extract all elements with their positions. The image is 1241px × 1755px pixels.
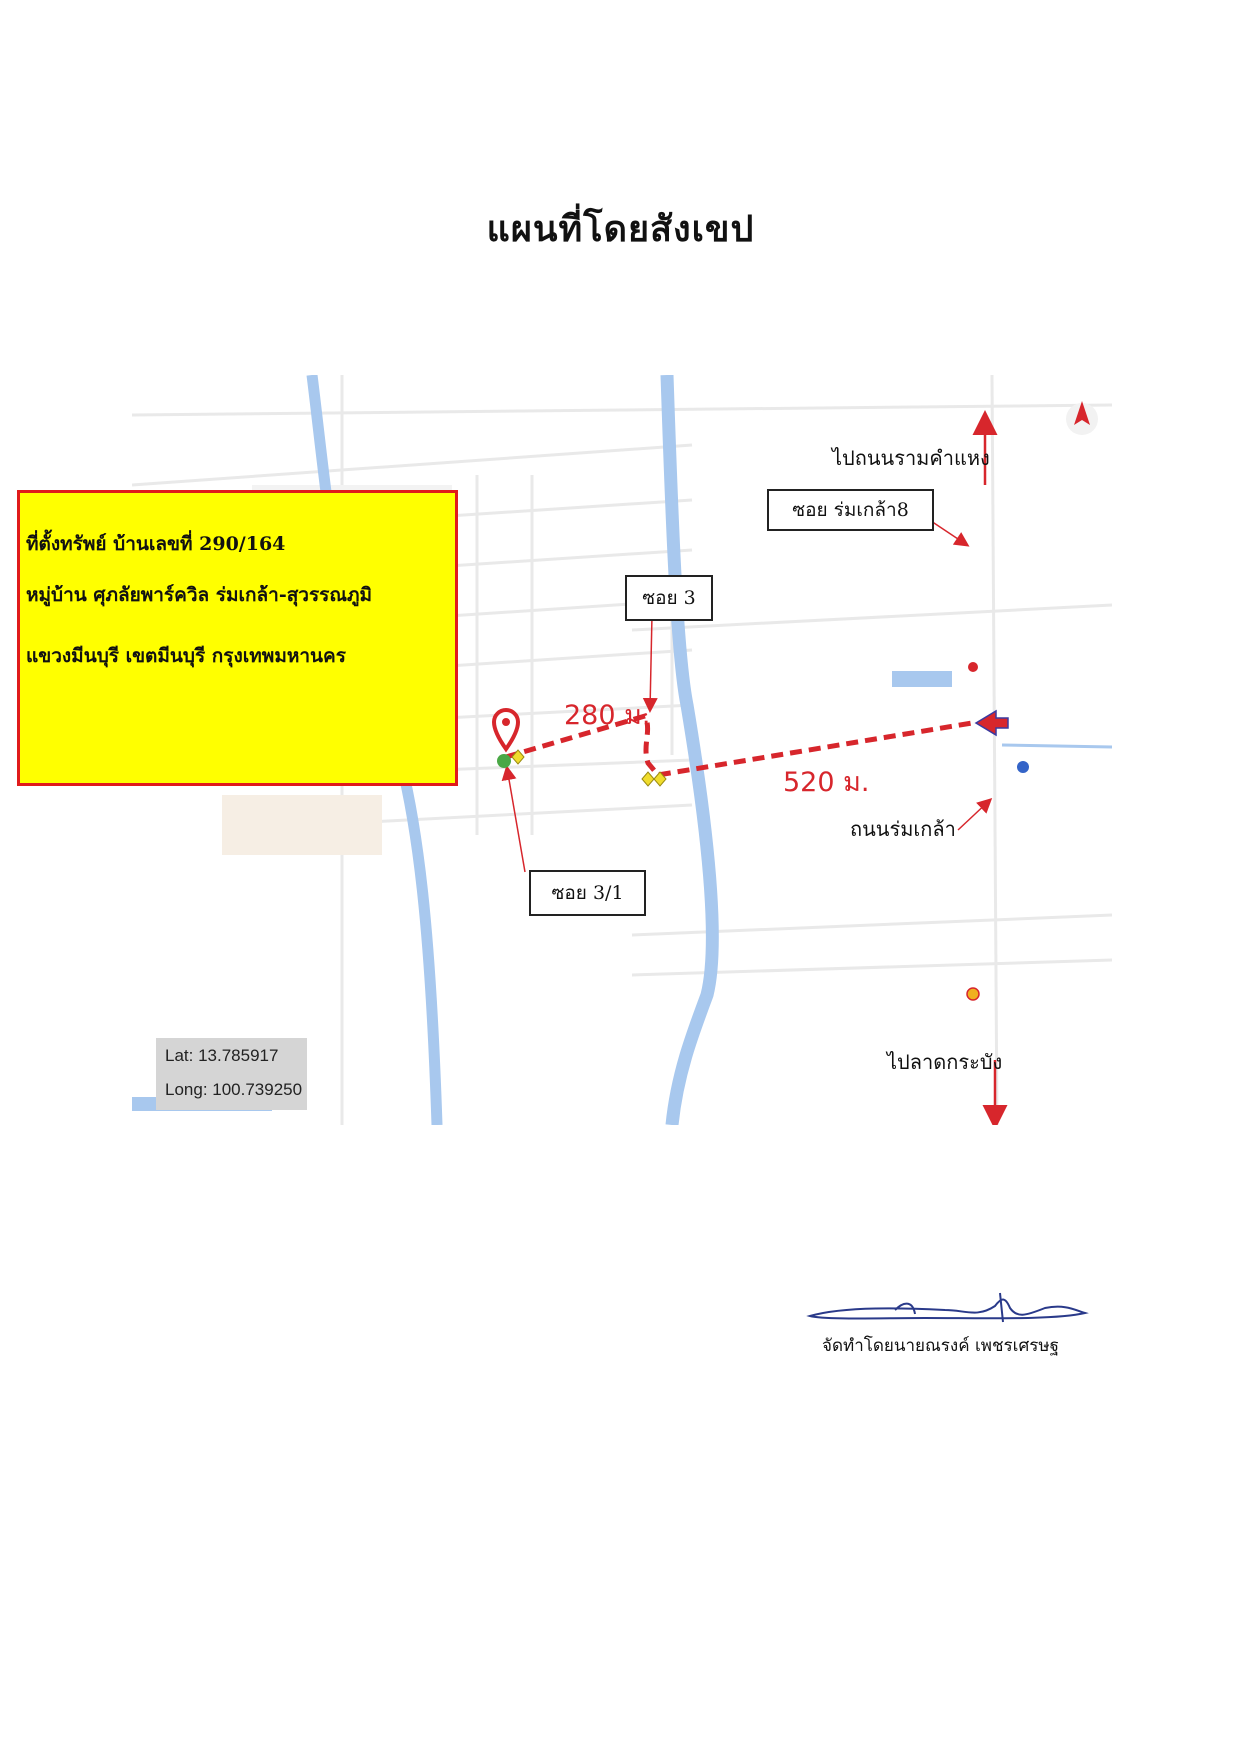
north-arrow-icon [1066, 401, 1098, 435]
property-info-box: ที่ตั้งทรัพย์ บ้านเลขที่ 290/164 หมู่บ้า… [17, 490, 458, 786]
green-dot-icon [497, 754, 511, 768]
coordinates-box: Lat: 13.785917 Long: 100.739250 [156, 1038, 307, 1110]
label-to-ramkhamhaeng: ไปถนนรามคำแหง [832, 446, 990, 470]
page-title: แผนที่โดยสังเขป [486, 208, 755, 250]
pointer-soi3 [642, 614, 658, 713]
block-shade-2 [222, 795, 382, 855]
diamond-marker-icon [641, 771, 655, 787]
label-to-lat-krabang: ไปลาดกระบัง [887, 1050, 1003, 1074]
canal-east [660, 375, 719, 1125]
pond [892, 671, 952, 687]
label-romklao-road: ถนนร่มเกล้า [850, 817, 956, 841]
longitude: Long: 100.739250 [165, 1080, 303, 1099]
route-path [505, 712, 973, 778]
diamond-marker-icon [653, 771, 667, 787]
callout-soi3: ซอย 3 [625, 575, 713, 621]
info-line-2: หมู่บ้าน ศุภลัยพาร์ควิล ร่มเกล้า-สุวรรณภ… [26, 584, 373, 606]
waterway-east [1001, 743, 1112, 749]
location-pin-icon [491, 708, 521, 753]
latitude: Lat: 13.785917 [165, 1046, 279, 1065]
poi-icon [968, 662, 978, 672]
signer-name: จัดทำโดยนายณรงค์ เพชรเศรษฐ [822, 1336, 1059, 1356]
signature-icon [806, 1292, 1089, 1323]
gas-station-icon [966, 987, 980, 1001]
arrow-icon [974, 709, 1009, 737]
diamond-marker-icon [511, 749, 525, 765]
drop-icon [1017, 761, 1029, 773]
distance-280: 280 ม. [564, 700, 651, 731]
info-line-1: ที่ตั้งทรัพย์ บ้านเลขที่ 290/164 [26, 533, 286, 555]
info-line-3: แขวงมีนบุรี เขตมีนบุรี กรุงเทพมหานคร [26, 645, 346, 667]
pointer-soi3-1 [501, 765, 526, 873]
pointer-romklao-road [957, 797, 993, 831]
distance-520: 520 ม. [783, 767, 870, 798]
callout-soi-romklao8: ซอย ร่มเกล้า8 [767, 489, 934, 531]
callout-soi3-1: ซอย 3/1 [529, 870, 646, 916]
